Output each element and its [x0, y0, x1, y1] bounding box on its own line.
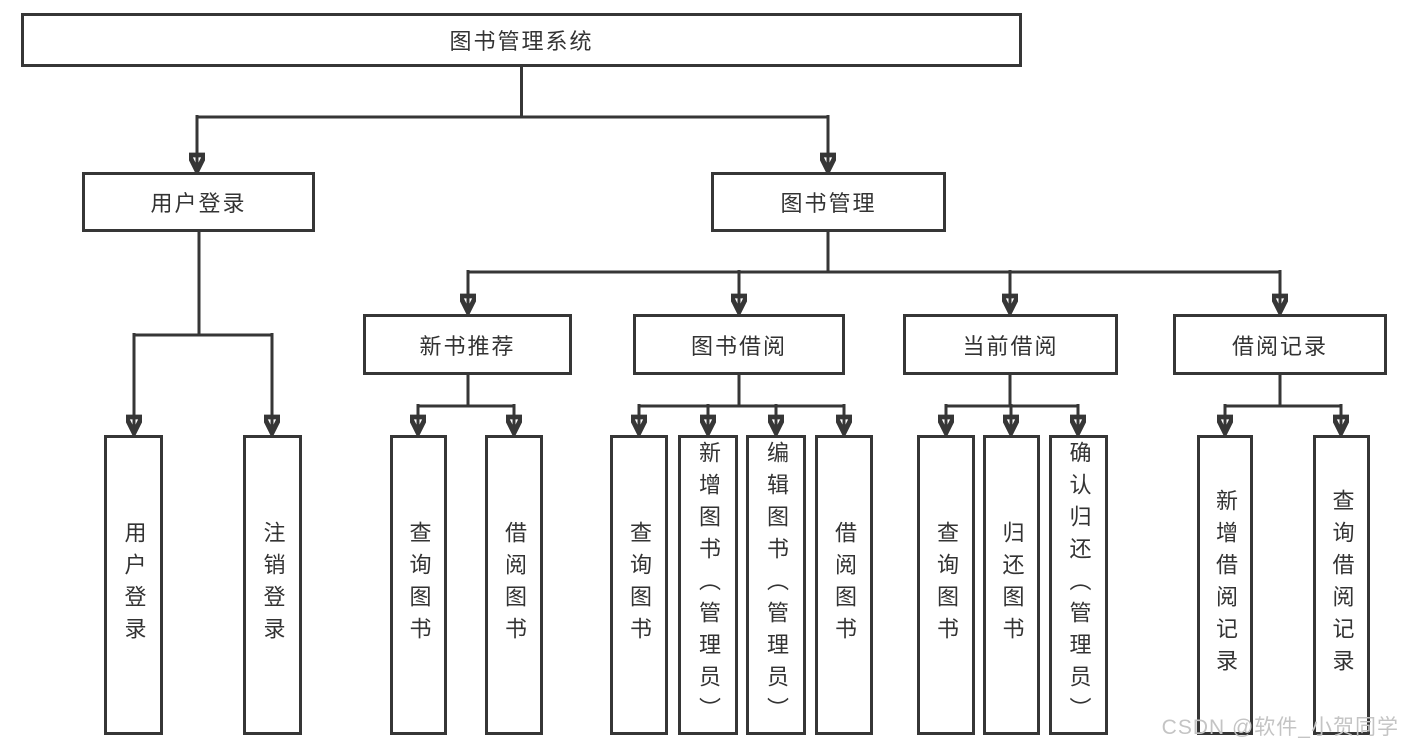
node-leaf-return-book: 归还图书: [983, 435, 1040, 735]
node-leaf-query-borrow-record: 查询借阅记录: [1313, 435, 1370, 735]
node-label: 借阅记录: [1231, 333, 1328, 359]
node-label: 查询借阅记录: [1329, 489, 1355, 681]
connector-userlogin-to-leaves: [134, 232, 272, 433]
node-label: 新增借阅记录: [1213, 489, 1238, 681]
node-label: 新增图书（管理员）: [696, 441, 721, 729]
node-leaf-confirm-return-admin: 确认归还（管理员）: [1049, 435, 1108, 735]
node-label: 图书借阅: [690, 333, 787, 359]
node-label: 借阅图书: [502, 521, 527, 649]
node-label: 确认归还（管理员）: [1066, 441, 1092, 729]
connector-bookborrow-to-leaves: [639, 375, 844, 433]
connector-newbookrec-to-leaves: [418, 375, 514, 433]
node-label: 图书管理: [780, 191, 877, 216]
connector-borrowrecords-to-leaves: [1225, 375, 1341, 433]
node-root-system: 图书管理系统: [21, 13, 1022, 67]
node-label: 图书管理系统: [449, 29, 594, 54]
node-leaf-add-book-admin: 新增图书（管理员）: [678, 435, 738, 735]
node-leaf-logout: 注销登录: [243, 435, 302, 735]
node-leaf-borrow-book-2: 借阅图书: [815, 435, 873, 735]
node-label: 用户登录: [121, 521, 147, 649]
node-borrow-records: 借阅记录: [1173, 314, 1387, 375]
node-label: 注销登录: [260, 521, 286, 649]
node-label: 新书推荐: [419, 333, 516, 359]
node-leaf-query-book-3: 查询图书: [917, 435, 975, 735]
connector-currentborrow-to-leaves: [946, 375, 1078, 433]
csdn-watermark: CSDN @软件_小贺同学: [1161, 716, 1399, 739]
node-label: 查询图书: [406, 521, 432, 649]
node-label: 当前借阅: [962, 333, 1059, 359]
node-label: 借阅图书: [832, 521, 857, 649]
node-book-management: 图书管理: [711, 172, 946, 232]
node-leaf-query-book-2: 查询图书: [610, 435, 668, 735]
node-label: 用户登录: [150, 191, 247, 216]
node-current-borrow: 当前借阅: [903, 314, 1118, 375]
node-leaf-edit-book-admin: 编辑图书（管理员）: [746, 435, 806, 735]
node-user-login: 用户登录: [82, 172, 315, 232]
node-label: 归还图书: [999, 521, 1025, 649]
node-new-book-recommend: 新书推荐: [363, 314, 572, 375]
node-leaf-query-book-1: 查询图书: [390, 435, 447, 735]
node-leaf-borrow-book-1: 借阅图书: [485, 435, 543, 735]
node-label: 查询图书: [934, 521, 959, 649]
node-label: 查询图书: [627, 521, 652, 649]
node-leaf-add-borrow-record: 新增借阅记录: [1197, 435, 1253, 735]
connector-root-to-level2: [197, 67, 828, 171]
node-leaf-user-login: 用户登录: [104, 435, 163, 735]
node-book-borrow: 图书借阅: [633, 314, 845, 375]
connector-bookmgmt-to-level3: [468, 232, 1280, 312]
node-label: 编辑图书（管理员）: [764, 441, 789, 729]
